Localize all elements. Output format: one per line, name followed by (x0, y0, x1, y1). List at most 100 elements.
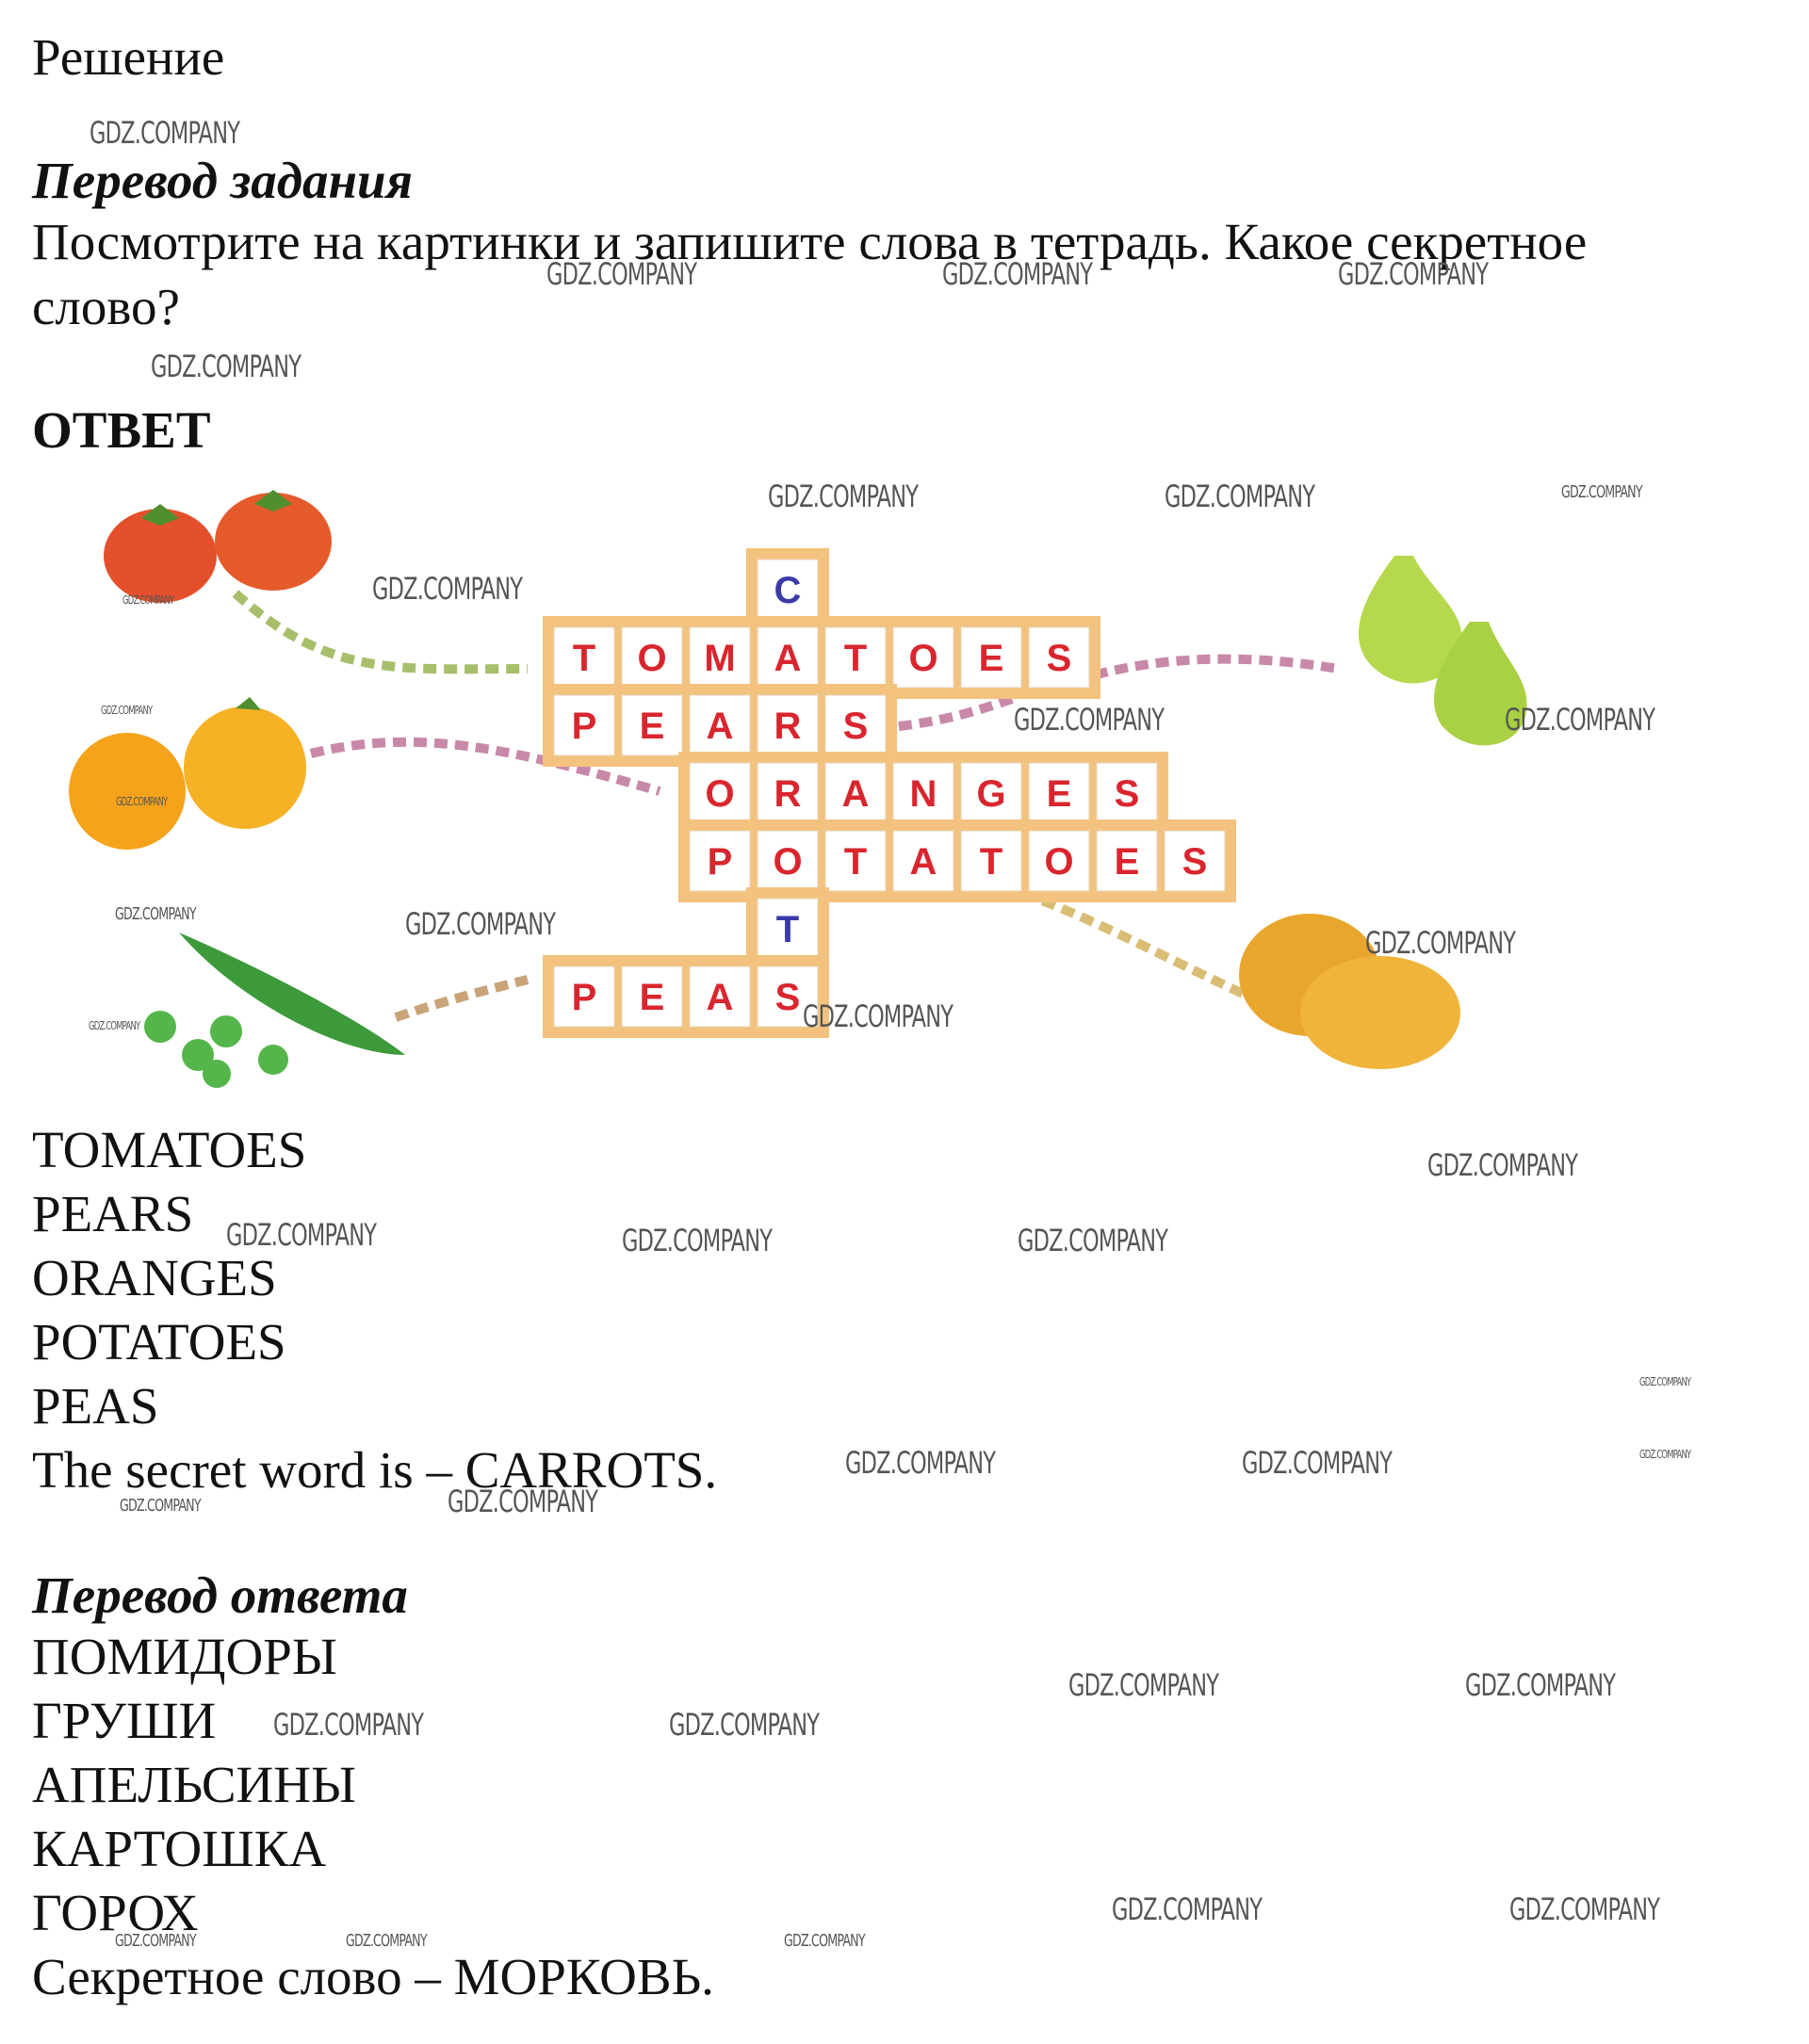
crossword-letter: T (776, 909, 799, 950)
translation-word-4: КАРТОШКА (32, 1820, 327, 1877)
pears-picture (1358, 556, 1527, 746)
oranges-picture (69, 697, 306, 850)
rope-tomatoes (232, 590, 529, 674)
crossword-letter: O (908, 638, 937, 679)
watermark: GDZ.COMPANY (1427, 1147, 1578, 1183)
potatoes-picture (1239, 914, 1460, 1069)
watermark: GDZ.COMPANY (1505, 702, 1655, 738)
crossword-cell (892, 762, 954, 824)
watermark: GDZ.COMPANY (151, 349, 302, 384)
crossword-letter: P (708, 841, 733, 883)
crossword-letter: G (976, 773, 1005, 815)
crossword-letter: E (979, 638, 1004, 679)
watermark: GDZ.COMPANY (448, 1484, 598, 1519)
crossword-cell (553, 626, 615, 689)
answer-word-3: ORANGES (32, 1249, 277, 1306)
crossword-cell (1028, 626, 1090, 689)
crossword-cell (824, 626, 887, 689)
watermark: GDZ.COMPANY (546, 256, 697, 292)
watermark: GDZ.COMPANY (226, 1217, 377, 1253)
crossword-letter: E (640, 977, 665, 1018)
translation-word-3: АПЕЛЬСИНЫ (32, 1756, 356, 1813)
crossword-letter: O (773, 841, 802, 883)
answer-word-4: POTATOES (32, 1313, 286, 1371)
crossword-letter: C (774, 570, 802, 611)
answer-heading: ОТВЕТ (32, 401, 211, 459)
tomatoes-picture (104, 490, 332, 603)
watermark: GDZ.COMPANY (1509, 1891, 1660, 1927)
rope-oranges (309, 737, 661, 796)
crossword-cell (621, 694, 683, 756)
watermark: GDZ.COMPANY (1639, 1448, 1691, 1461)
crossword-cell (1028, 830, 1090, 892)
watermark: GDZ.COMPANY (89, 1019, 140, 1032)
watermark: GDZ.COMPANY (1018, 1223, 1168, 1258)
crossword-letter: O (1044, 841, 1073, 883)
crossword-letter: R (774, 773, 802, 815)
crossword-letter: S (1115, 773, 1140, 815)
watermark: GDZ.COMPANY (1465, 1667, 1616, 1703)
answer-word-5: PEAS (32, 1377, 159, 1435)
crossword-letter: N (910, 773, 937, 815)
watermark: GDZ.COMPANY (115, 904, 197, 924)
watermark: GDZ.COMPANY (768, 479, 919, 514)
crossword-letter: T (573, 638, 595, 679)
crossword-letter: A (707, 977, 734, 1018)
crossword-cell (960, 626, 1022, 689)
watermark: GDZ.COMPANY (90, 115, 240, 151)
secret-sentence: The secret word is – CARROTS. (32, 1441, 718, 1499)
crossword-letter: T (844, 841, 867, 883)
task-translation-heading: Перевод задания (32, 152, 413, 209)
crossword-letter: E (1047, 773, 1072, 815)
watermark: GDZ.COMPANY (1068, 1667, 1219, 1703)
crossword-letter: S (1182, 841, 1208, 883)
watermark: GDZ.COMPANY (273, 1707, 424, 1743)
crossword-letter: A (910, 841, 937, 883)
watermark: GDZ.COMPANY (669, 1707, 820, 1743)
crossword-letter: S (843, 706, 869, 747)
crossword-cell (892, 626, 954, 689)
crossword-letter: P (572, 977, 597, 1018)
crossword-cell (757, 830, 819, 892)
watermark: GDZ.COMPANY (1112, 1891, 1263, 1927)
translation-word-5: ГОРОХ (32, 1884, 199, 1941)
crossword-cell (757, 694, 819, 756)
crossword-cell (892, 830, 954, 892)
crossword-letter: A (842, 773, 870, 815)
watermark: GDZ.COMPANY (115, 1931, 197, 1951)
crossword-cell (553, 965, 615, 1028)
watermark: GDZ.COMPANY (1639, 1375, 1691, 1388)
translation-word-2: ГРУШИ (32, 1692, 217, 1749)
watermark: GDZ.COMPANY (1365, 925, 1516, 961)
crossword-cell (757, 965, 819, 1028)
crossword-cell (757, 898, 819, 960)
crossword-cell (689, 830, 751, 892)
answer-word-1: TOMATOES (32, 1121, 307, 1178)
crossword-letter: A (774, 638, 802, 679)
watermark: GDZ.COMPANY (122, 593, 174, 607)
crossword-letter: A (707, 706, 734, 747)
watermark: GDZ.COMPANY (1014, 702, 1165, 738)
watermark: GDZ.COMPANY (1242, 1445, 1393, 1481)
watermark: GDZ.COMPANY (1165, 479, 1315, 514)
watermark: GDZ.COMPANY (101, 704, 153, 717)
watermark: GDZ.COMPANY (942, 256, 1093, 292)
translation-secret: Секретное слово – МОРКОВЬ. (32, 1948, 714, 2005)
pea-pod-picture (144, 933, 405, 1088)
crossword-letter: T (980, 841, 1002, 883)
crossword-letter: E (1115, 841, 1140, 883)
crossword-cell (1164, 830, 1226, 892)
watermark: GDZ.COMPANY (120, 1496, 202, 1516)
crossword-letter: O (637, 638, 666, 679)
watermark: GDZ.COMPANY (784, 1931, 866, 1951)
watermark: GDZ.COMPANY (845, 1445, 996, 1481)
watermark: GDZ.COMPANY (1561, 482, 1643, 502)
watermark: GDZ.COMPANY (622, 1223, 773, 1258)
crossword-cell (960, 830, 1022, 892)
answer-word-2: PEARS (32, 1185, 194, 1242)
task-text-line-1: Посмотрите на картинки и запишите слова … (32, 213, 1588, 270)
task-text-line-2: слово? (32, 278, 180, 335)
watermark: GDZ.COMPANY (372, 571, 523, 607)
